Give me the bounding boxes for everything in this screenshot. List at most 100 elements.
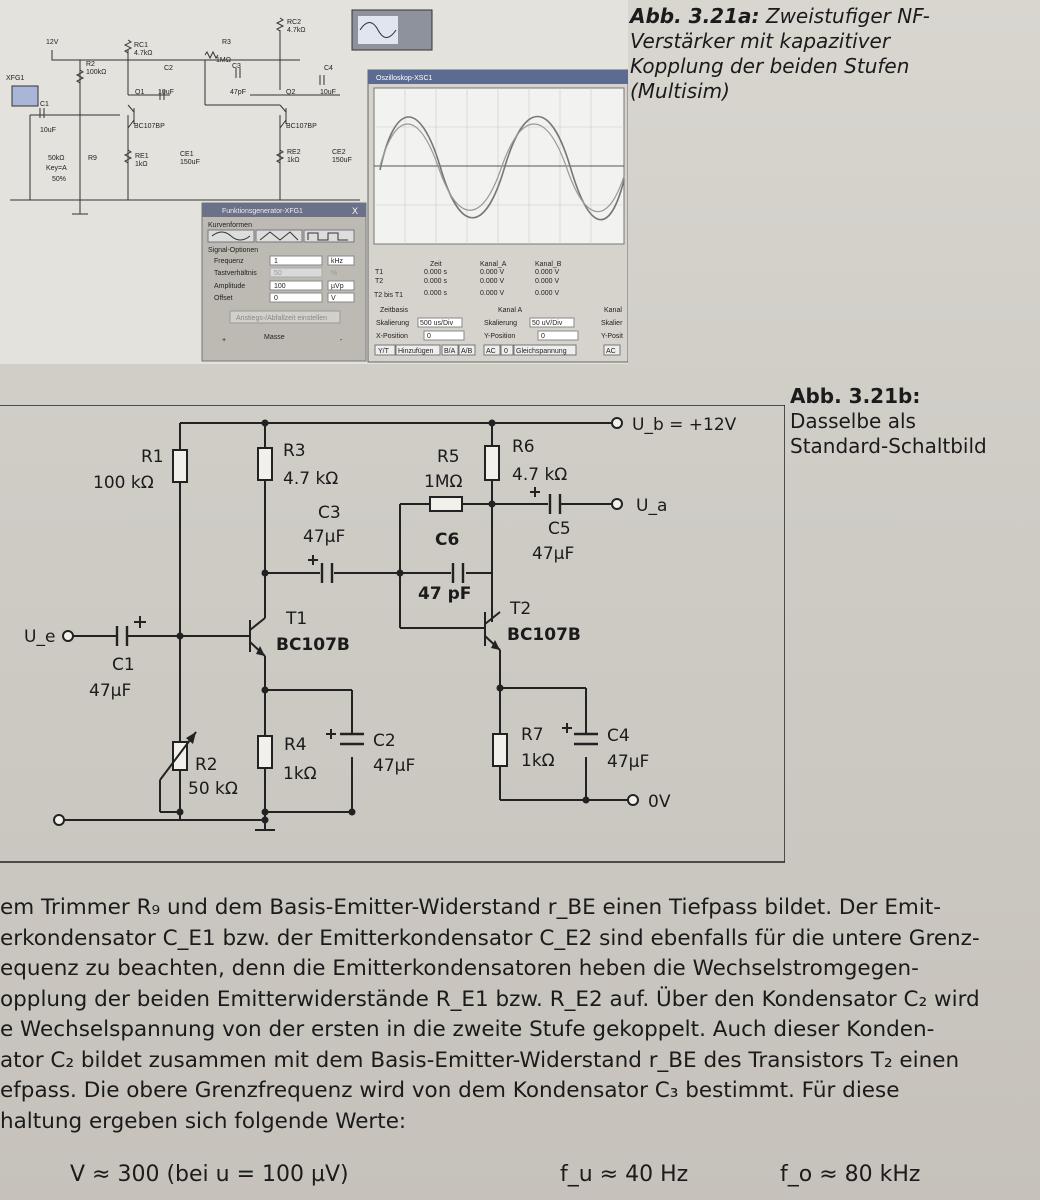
offset-input[interactable] <box>269 292 323 303</box>
caption-3-21a: Abb. 3.21a: Zweistufiger NF-Verstärker m… <box>630 4 930 104</box>
readout-t1-a: 0.000 V <box>480 269 504 276</box>
label-c6: C6 <box>435 530 459 550</box>
label-r1-value: 100 kΩ <box>93 473 154 493</box>
a-scale-value: 50 uV/Div <box>532 320 563 327</box>
tastverhaeltnis-unit: % <box>331 270 337 277</box>
t2-emitter-arrow <box>491 640 500 650</box>
label-c2-value: 47µF <box>373 756 415 776</box>
figure-3-21b: U_b = +12V U_a U_e 0V R1 100 kΩ R3 4.7 k… <box>0 404 786 865</box>
frequenz-input[interactable] <box>269 255 323 266</box>
resistor-r1 <box>172 449 188 483</box>
readout-t21-b: 0.000 V <box>535 290 559 297</box>
fig-a-label-c4: C4 <box>324 65 333 72</box>
label-c2: C2 <box>373 731 396 751</box>
label-c3: C3 <box>318 503 341 523</box>
ba-button-label: B/A <box>444 348 456 355</box>
label-r6: R6 <box>512 437 535 457</box>
label-r7-value: 1kΩ <box>521 751 555 771</box>
label-r2: R2 <box>195 755 218 775</box>
readout-t2-t1: T2 bis T1 <box>374 292 403 299</box>
generator-title: Funktionsgenerator-XFG1 <box>222 208 303 215</box>
anstiegszeit-button[interactable] <box>229 310 341 324</box>
terminal-ue[interactable] <box>62 630 74 642</box>
hinzufuegen-button-label: Hinzufügen <box>398 348 434 355</box>
terminal-ua[interactable] <box>611 498 623 510</box>
frequenz-unit-select[interactable] <box>327 255 355 266</box>
fig-a-label-re2: RE2 <box>287 149 301 156</box>
zeit-skalierung-label: Skalierung <box>376 320 409 327</box>
yt-button[interactable] <box>374 344 396 356</box>
amplitude-unit-select[interactable] <box>327 280 355 291</box>
generator-close-icon[interactable]: X <box>352 206 358 216</box>
fig-a-label-ce1v: 150uF <box>180 159 200 166</box>
terminal-bottom[interactable] <box>53 814 65 826</box>
offset-label: Offset <box>214 295 233 302</box>
label-r5-value: 1MΩ <box>424 472 462 492</box>
resistor-r5 <box>429 496 463 512</box>
caption-b-label: Abb. 3.21b: <box>790 384 921 408</box>
label-ub: U_b = +12V <box>632 415 737 435</box>
label-c3-value: 47µF <box>303 527 345 547</box>
fig-a-label-rc1v: 4.7kΩ <box>134 50 152 57</box>
zero-button-label: 0 <box>504 348 508 355</box>
yt-button-label: Y/T <box>378 348 390 355</box>
readout-t1-b: 0.000 V <box>535 269 559 276</box>
readout-header-a: Kanal_A <box>480 261 507 268</box>
body-line: efpass. Die obere Grenzfrequenz wird von… <box>0 1078 900 1103</box>
hinzufuegen-button[interactable] <box>395 344 441 356</box>
gleichspannung-button[interactable] <box>513 344 577 356</box>
x-position-label: X-Position <box>376 333 408 340</box>
fig-a-label-r3: R3 <box>222 39 231 46</box>
a-scale-field[interactable] <box>529 317 575 328</box>
function-generator-window[interactable]: Funktionsgenerator-XFG1 X Kurvenformen S… <box>201 202 367 362</box>
generator-masse-terminal[interactable]: Masse <box>264 334 285 341</box>
offset-unit-select[interactable] <box>327 292 355 303</box>
tastverhaeltnis-input[interactable] <box>269 267 323 278</box>
terminal-ub[interactable] <box>611 417 623 429</box>
a-skalierung-label: Skalierung <box>484 320 517 327</box>
ba-button[interactable] <box>441 344 459 356</box>
frequenz-value: 1 <box>274 258 278 265</box>
fig-a-label-c2: C2 <box>164 65 173 72</box>
oscilloscope-title: Oszilloskop-XSC1 <box>376 75 433 82</box>
fig-a-label-c1v: 10uF <box>40 127 56 134</box>
readout-header-zeit: Zeit <box>430 261 442 268</box>
ac-button[interactable] <box>483 344 501 356</box>
label-ue: U_e <box>24 627 55 647</box>
ac-button-b[interactable] <box>603 344 621 356</box>
offset-value: 0 <box>274 295 278 302</box>
triangle-wave-button[interactable] <box>255 229 303 243</box>
fig-a-label-re1v: 1kΩ <box>135 161 148 168</box>
oscilloscope-window[interactable]: Oszilloskop-XSC1 Zeit Kanal_A Ka <box>367 69 629 363</box>
zeit-scale-field[interactable] <box>417 317 463 328</box>
amplitude-input[interactable] <box>269 280 323 291</box>
signal-optionen-label: Signal-Optionen <box>208 247 258 254</box>
label-r2-value: 50 kΩ <box>188 779 238 799</box>
b-y-position-label: Y-Posit <box>601 333 623 340</box>
zero-button[interactable] <box>500 344 514 356</box>
caption-b-text: Dasselbe als Standard-Schaltbild <box>790 409 987 458</box>
terminal-0v[interactable] <box>627 794 639 806</box>
junction-dots <box>176 419 590 824</box>
fig-a-label-c2v: 10uF <box>158 89 174 96</box>
label-r3: R3 <box>283 441 306 461</box>
x-position-field[interactable] <box>423 330 465 341</box>
anstiegszeit-button-label: Anstiegs-/Abfallzeit einstellen <box>236 315 327 322</box>
fig-a-label-ce2v: 150uF <box>332 157 352 164</box>
generator-plus-terminal[interactable]: + <box>222 337 226 344</box>
fig-a-label-bc1: BC107BP <box>134 123 165 130</box>
label-r7: R7 <box>521 725 544 745</box>
fig-a-label-xfg1: XFG1 <box>6 75 24 82</box>
ab-button[interactable] <box>458 344 476 356</box>
body-line: haltung ergeben sich folgende Werte: <box>0 1108 407 1134</box>
kanal-b-label: Kanal <box>604 307 622 314</box>
resistor-r6 <box>484 445 500 481</box>
triangle-wave-icon <box>259 231 299 241</box>
generator-minus-terminal[interactable]: - <box>340 337 343 344</box>
amplitude-label: Amplitude <box>214 283 245 290</box>
resistor-r3 <box>257 447 273 481</box>
resistor-r4 <box>257 735 273 769</box>
amplitude-value: 100 <box>274 283 286 290</box>
sine-wave-icon <box>211 231 251 241</box>
y-position-field[interactable] <box>537 330 579 341</box>
